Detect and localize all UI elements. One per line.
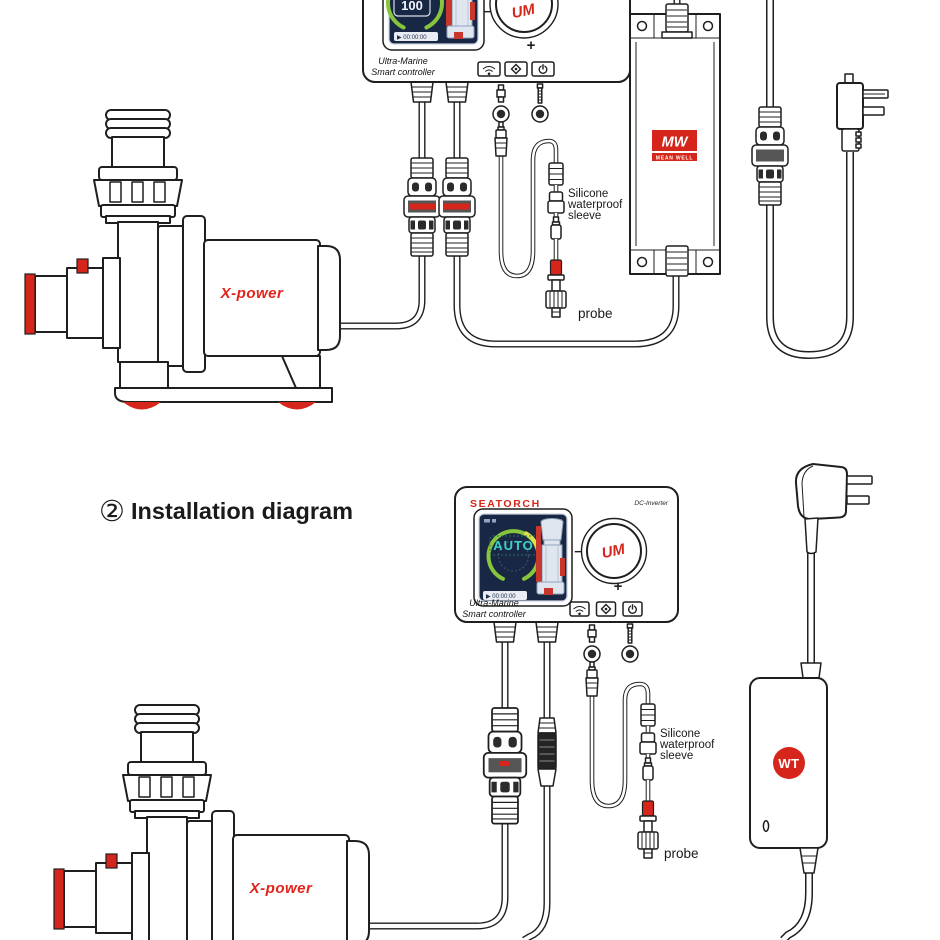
psu-meanwell: MW MEAN WELL	[629, 3, 721, 277]
lcd-timer-bottom: ▶ 00:00:00	[486, 594, 516, 600]
meanwell-logo: MW MEAN WELL	[652, 130, 697, 162]
sleeve-label-bottom-line3: sleeve	[660, 750, 693, 762]
dc-inverter-label: DC-Inverter	[634, 500, 668, 507]
knob-plus-top: +	[527, 37, 536, 54]
probe-label-bottom: probe	[664, 846, 699, 861]
lcd-timer-top: ▶ 00:00:00	[397, 35, 427, 41]
probe-assembly-top	[546, 163, 566, 317]
mains-connector	[751, 106, 789, 206]
power-button-top	[531, 61, 555, 77]
knob-label-top: UM	[510, 1, 537, 23]
lcd-value-top: 100	[401, 0, 423, 13]
controller-bottom: SEATORCH DC-Inverter AUTO ▶ 00:00:00 UM …	[454, 486, 679, 643]
cables-bottom-diagram	[367, 553, 815, 940]
pump-bottom-brand: X-power	[249, 880, 313, 897]
probe-assembly-bottom	[638, 704, 658, 858]
wt-logo: WT	[778, 756, 799, 771]
controller-name2-bottom: Smart controller	[462, 609, 527, 619]
labels-bottom: Silicone waterproof sleeve probe	[659, 728, 715, 861]
sleeve-label-top-line1: Silicone	[568, 188, 608, 200]
power-button-bottom	[622, 601, 643, 617]
knob-minus-bottom: −	[574, 544, 582, 559]
heading-number: ②	[99, 494, 125, 528]
knob-ring-top	[489, 0, 559, 39]
section-heading: ② Installation diagram	[99, 494, 353, 528]
wifi-button-top	[477, 61, 501, 77]
wifi-button-bottom	[569, 601, 590, 617]
seatorch-brand: SEATORCH	[470, 498, 541, 510]
controller-name2-top: Smart controller	[371, 67, 436, 77]
psu-wt: WT	[749, 662, 828, 874]
pump-top	[24, 109, 341, 411]
uk-plug	[836, 73, 889, 152]
knob-bottom	[586, 523, 642, 579]
controller-name1-top: Ultra-Marine	[378, 56, 428, 66]
labels-top: Silicone waterproof sleeve probe	[567, 188, 623, 321]
heading-text: Installation diagram	[131, 498, 353, 524]
feed-button-top	[504, 61, 528, 77]
feed-button-bottom	[595, 601, 617, 617]
knob-minus-top: −	[483, 4, 491, 19]
wall-plug-bottom	[794, 463, 873, 555]
controller-name1-bottom: Ultra-Marine	[469, 598, 519, 608]
controller-top: 100 ▶ 00:00:00 UM − + Ultra-Marine Smart…	[362, 0, 631, 103]
sleeve-connector-bottom	[537, 717, 557, 787]
knob-plus-bottom: +	[614, 578, 623, 595]
knob-top	[495, 0, 553, 33]
sleeve-label-top-line2: waterproof	[567, 199, 623, 211]
pump-bottom	[53, 704, 370, 940]
svg-text:MW: MW	[662, 135, 689, 151]
knob-label-bottom: UM	[600, 541, 627, 563]
cables-top-diagram	[338, 0, 854, 360]
lcd-mode-bottom: AUTO	[493, 538, 534, 553]
probe-label-top: probe	[578, 306, 613, 321]
sleeve-label-top-line3: sleeve	[568, 210, 601, 222]
sleeve-label-bottom-line1: Silicone	[660, 728, 700, 740]
pump-connector-bottom	[482, 707, 528, 825]
pump-connector-left-top	[403, 157, 441, 257]
knob-ring-bottom	[580, 517, 648, 585]
pump-connector-right-top	[438, 157, 476, 257]
svg-text:MEAN WELL: MEAN WELL	[656, 156, 693, 162]
sleeve-label-bottom-line2: waterproof	[659, 739, 715, 751]
pump-top-brand: X-power	[220, 285, 284, 302]
